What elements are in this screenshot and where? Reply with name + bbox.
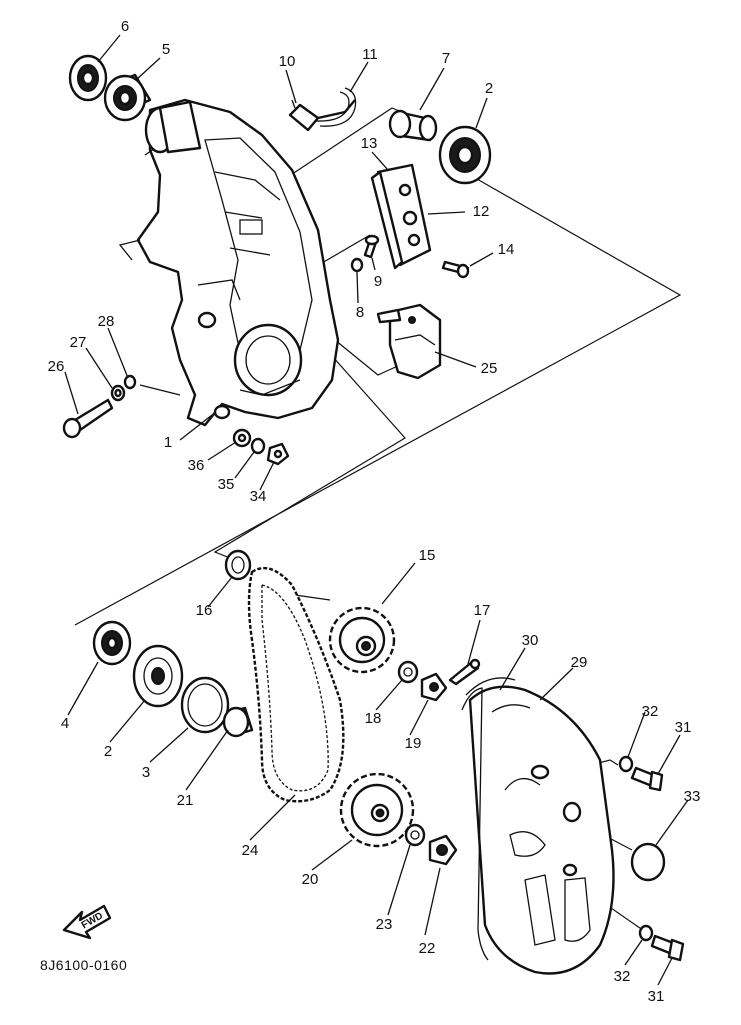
- callout-2-top: 2: [485, 80, 493, 97]
- gasket-30: [465, 677, 516, 696]
- callout-9: 9: [374, 273, 382, 290]
- diagram-code: 8J6100-0160: [40, 957, 127, 973]
- callout-32-bottom: 32: [614, 968, 631, 985]
- callout-15: 15: [419, 547, 436, 564]
- callout-35: 35: [218, 476, 235, 493]
- callout-18: 18: [365, 710, 382, 727]
- bolt-31-lower: [650, 934, 685, 962]
- callout-28: 28: [98, 313, 115, 330]
- tensioner-plate-12: [370, 163, 432, 270]
- cap-33: [630, 842, 666, 882]
- washer-23: [404, 823, 426, 847]
- callout-labels: 6 5 10 11 7 2 13 12 14 9 8 25 28 27 26 1…: [48, 18, 701, 1005]
- bearing-6: [68, 54, 108, 102]
- callout-34: 34: [250, 488, 267, 505]
- washer-28: [123, 374, 137, 390]
- collar-16: [224, 549, 252, 581]
- callout-36: 36: [188, 457, 205, 474]
- collar-7: [388, 109, 438, 142]
- callout-31-top: 31: [675, 719, 692, 736]
- washer-35: [250, 437, 266, 455]
- hose-11: [315, 87, 357, 127]
- nut-22: [428, 834, 458, 866]
- callout-8: 8: [356, 304, 364, 321]
- washer-32-lower: [638, 924, 654, 942]
- bolt-14: [441, 260, 470, 279]
- callout-17: 17: [474, 602, 491, 619]
- callout-31-bottom: 31: [648, 988, 665, 1005]
- sprocket-20: [339, 772, 415, 848]
- slider-25: [376, 303, 442, 380]
- callout-27: 27: [70, 334, 87, 351]
- circlip-3: [180, 676, 230, 734]
- callout-22: 22: [419, 940, 436, 957]
- leader-lines: [64, 34, 689, 986]
- nut-19: [420, 672, 448, 702]
- fwd-arrow-icon: FWD: [62, 904, 112, 940]
- callout-14: 14: [498, 241, 515, 258]
- callout-11: 11: [362, 46, 378, 63]
- washer-18: [397, 660, 419, 684]
- callout-26: 26: [48, 358, 65, 375]
- bearing-4: [92, 620, 132, 666]
- callout-6: 6: [121, 18, 129, 35]
- chain-cover-29: [461, 685, 615, 975]
- callout-4: 4: [61, 715, 69, 732]
- bearing-5: [103, 73, 152, 122]
- collar-21: [222, 706, 254, 738]
- washer-32-upper: [618, 755, 634, 773]
- callout-23: 23: [376, 916, 393, 933]
- callout-24: 24: [242, 842, 259, 859]
- callout-7: 7: [442, 50, 450, 67]
- callout-16: 16: [196, 602, 213, 619]
- callout-2-bottom: 2: [104, 743, 112, 760]
- callout-21: 21: [177, 792, 194, 809]
- nut-34: [266, 442, 290, 466]
- callout-30: 30: [522, 632, 539, 649]
- washer-36: [232, 428, 252, 448]
- callout-3: 3: [142, 764, 150, 781]
- callout-13: 13: [361, 135, 378, 152]
- chain-case-housing: [118, 98, 340, 427]
- callout-32-top: 32: [642, 703, 659, 720]
- callout-25: 25: [481, 360, 498, 377]
- washer-27: [110, 384, 126, 402]
- drive-chain-24: [247, 567, 345, 803]
- screw-9: [363, 234, 380, 259]
- callout-12: 12: [473, 203, 490, 220]
- callout-5: 5: [162, 41, 170, 58]
- washer-8: [350, 257, 364, 273]
- bearing-2-lower: [132, 644, 184, 708]
- sprocket-15: [328, 606, 396, 674]
- bolt-31-upper: [630, 766, 664, 792]
- bearing-2-upper: [438, 125, 492, 185]
- callout-1: 1: [164, 434, 172, 451]
- callout-29: 29: [571, 654, 588, 671]
- callout-33: 33: [684, 788, 701, 805]
- callout-20: 20: [302, 871, 319, 888]
- callout-10: 10: [279, 53, 296, 70]
- cotter-pin-17: [448, 658, 481, 686]
- bolt-26: [62, 398, 114, 439]
- callout-19: 19: [405, 735, 422, 752]
